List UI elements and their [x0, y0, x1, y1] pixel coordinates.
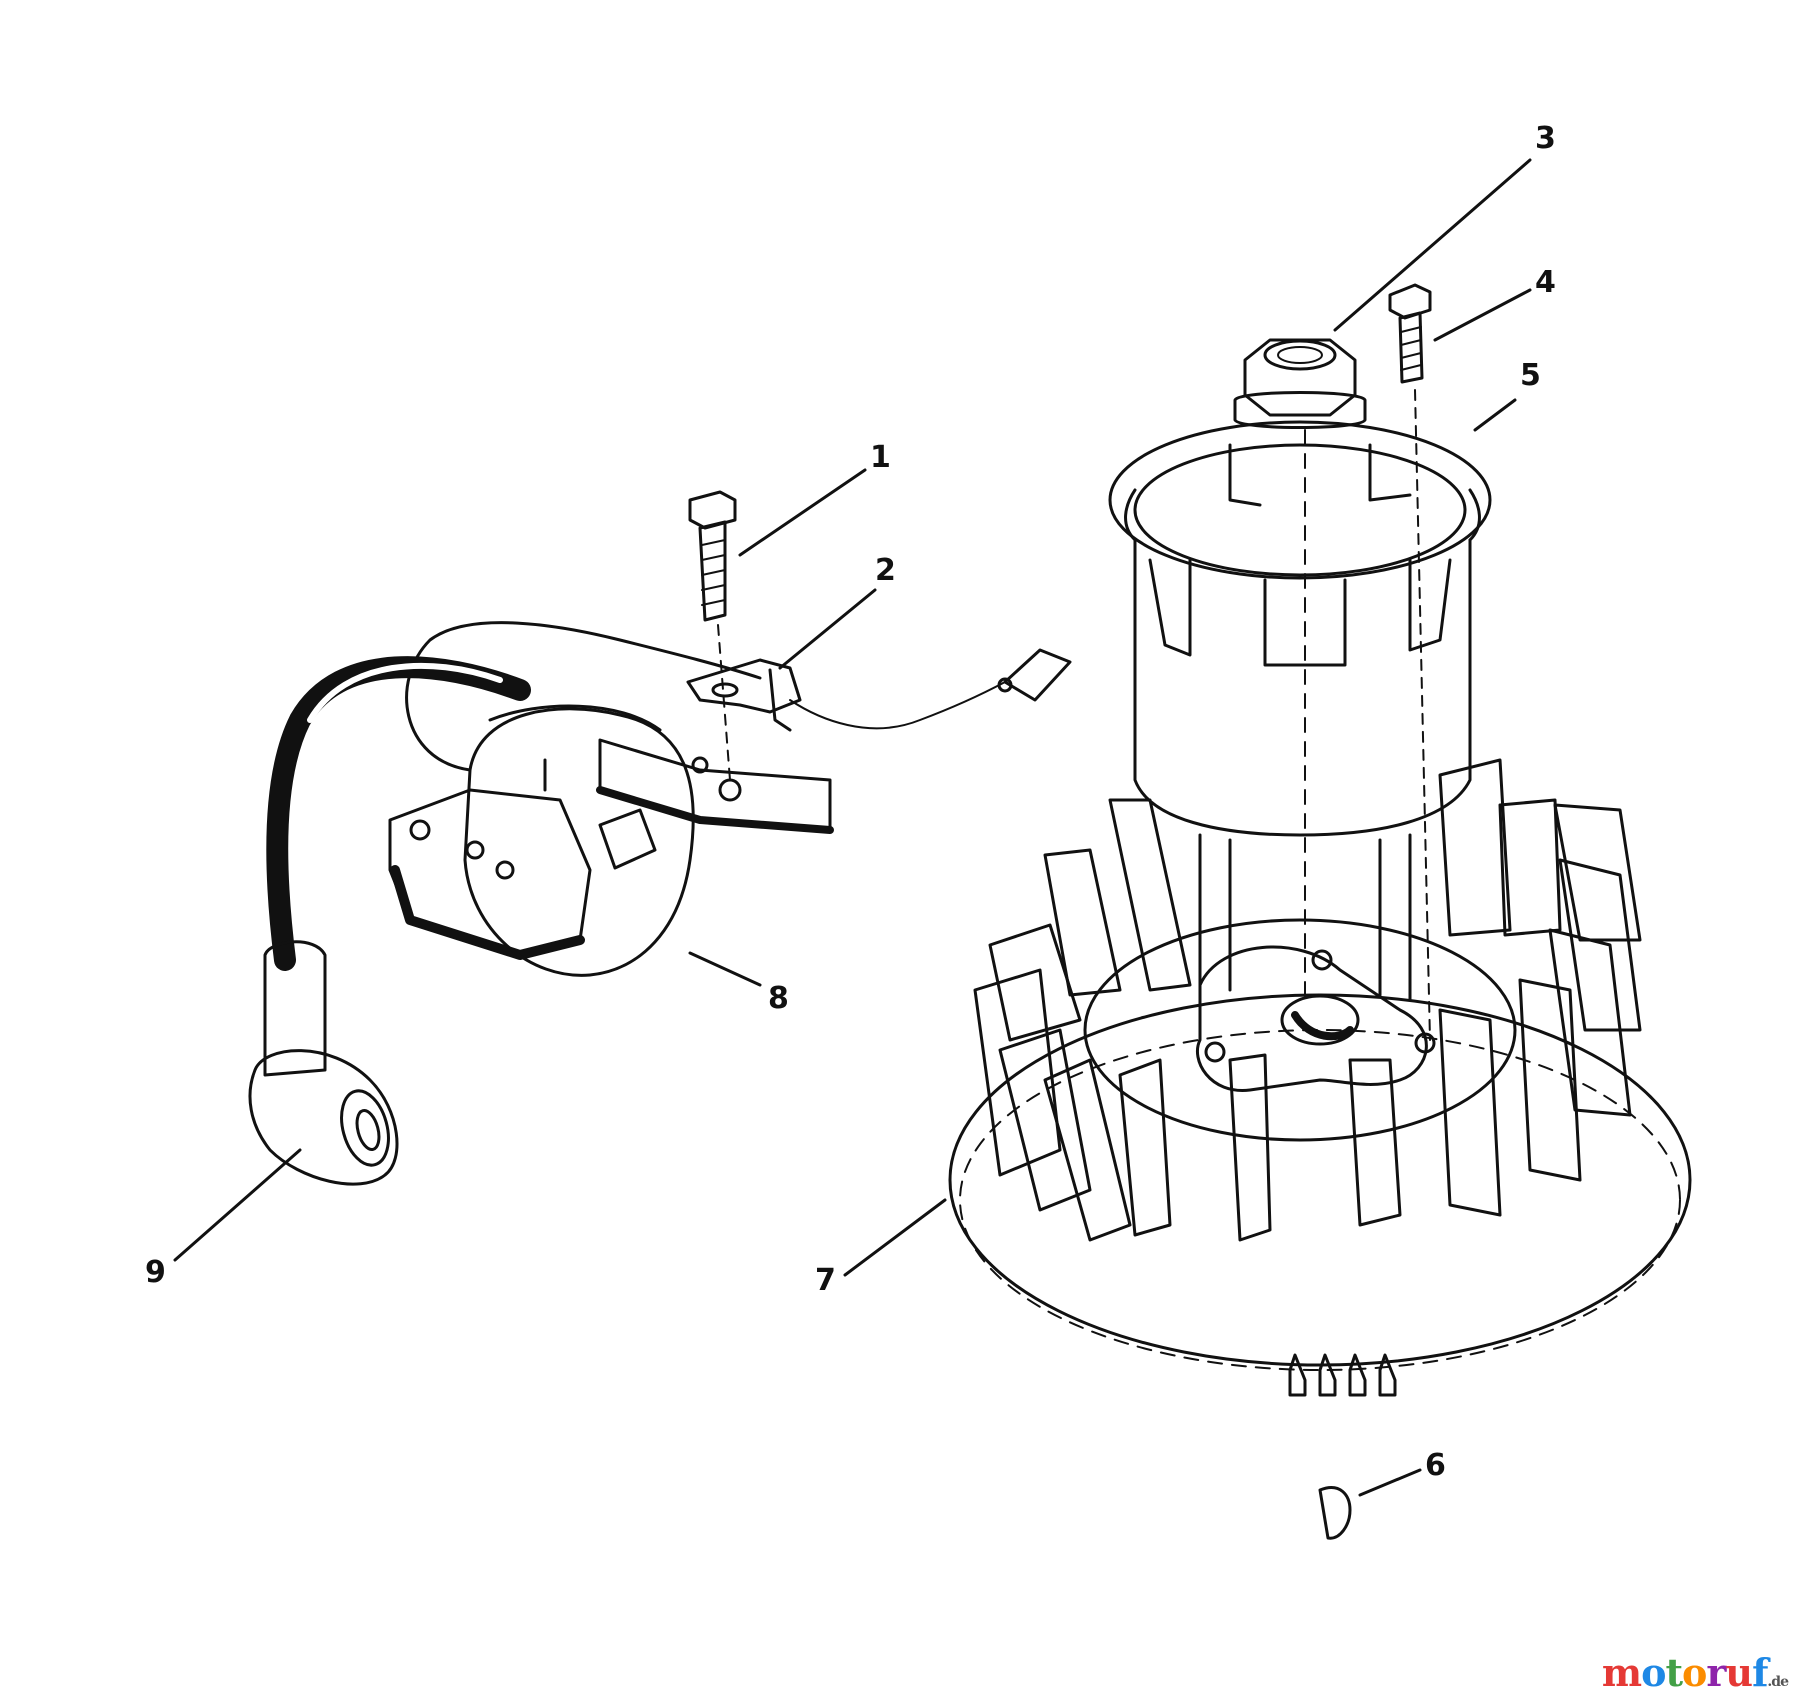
logo-letter: f — [1752, 1650, 1768, 1695]
callout-2: 2 — [875, 553, 896, 588]
logo-letter: o — [1641, 1650, 1666, 1695]
callout-6: 6 — [1425, 1448, 1446, 1483]
logo-letter: u — [1725, 1650, 1753, 1695]
callouts: 1 2 3 4 5 6 7 8 9 — [145, 121, 1556, 1483]
callout-5: 5 — [1520, 358, 1541, 393]
callout-4: 4 — [1535, 265, 1556, 300]
ground-bracket — [686, 658, 802, 732]
flywheel-nut — [1233, 338, 1367, 1001]
logo-suffix: .de — [1767, 1674, 1789, 1690]
callout-7: 7 — [815, 1263, 836, 1298]
ignition-coil — [388, 704, 834, 977]
logo-letter: t — [1665, 1650, 1683, 1695]
callout-8: 8 — [768, 981, 789, 1016]
flywheel — [948, 758, 1692, 1397]
callout-9: 9 — [145, 1255, 166, 1290]
starter-cup — [1108, 420, 1492, 1002]
flywheel-assembly — [948, 283, 1692, 1540]
spark-plug-boot — [248, 940, 399, 1186]
logo-letter: o — [1682, 1650, 1707, 1695]
callout-1: 1 — [870, 440, 891, 475]
logo-letter: m — [1601, 1650, 1642, 1695]
ignition-coil-assembly — [248, 490, 1072, 1186]
coil-screw — [688, 490, 737, 781]
logo-letter: r — [1706, 1650, 1726, 1695]
cup-screw — [1388, 283, 1432, 1041]
motoruf-logo: motoruf.de — [1601, 1650, 1789, 1695]
callout-3: 3 — [1535, 121, 1556, 156]
flywheel-key — [1318, 1486, 1352, 1540]
leader-lines — [173, 158, 1532, 1497]
